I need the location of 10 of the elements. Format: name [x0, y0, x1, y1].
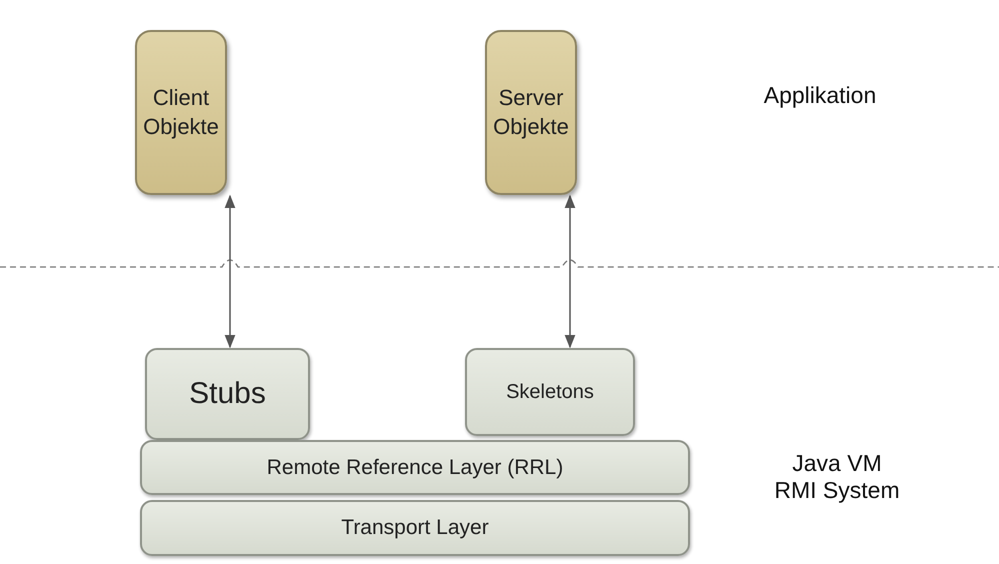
layer-box: Skeletons — [465, 348, 635, 436]
double-arrow — [224, 194, 236, 348]
object-box: Server Objekte — [485, 30, 577, 195]
layer-label: Applikation — [762, 82, 878, 109]
layer-label: Java VM RMI System — [773, 450, 901, 504]
layer-box: Remote Reference Layer (RRL) — [140, 440, 690, 495]
layer-box: Stubs — [145, 348, 310, 440]
object-box: Client Objekte — [135, 30, 227, 195]
layer-box: Transport Layer — [140, 500, 690, 556]
double-arrow — [564, 194, 576, 348]
